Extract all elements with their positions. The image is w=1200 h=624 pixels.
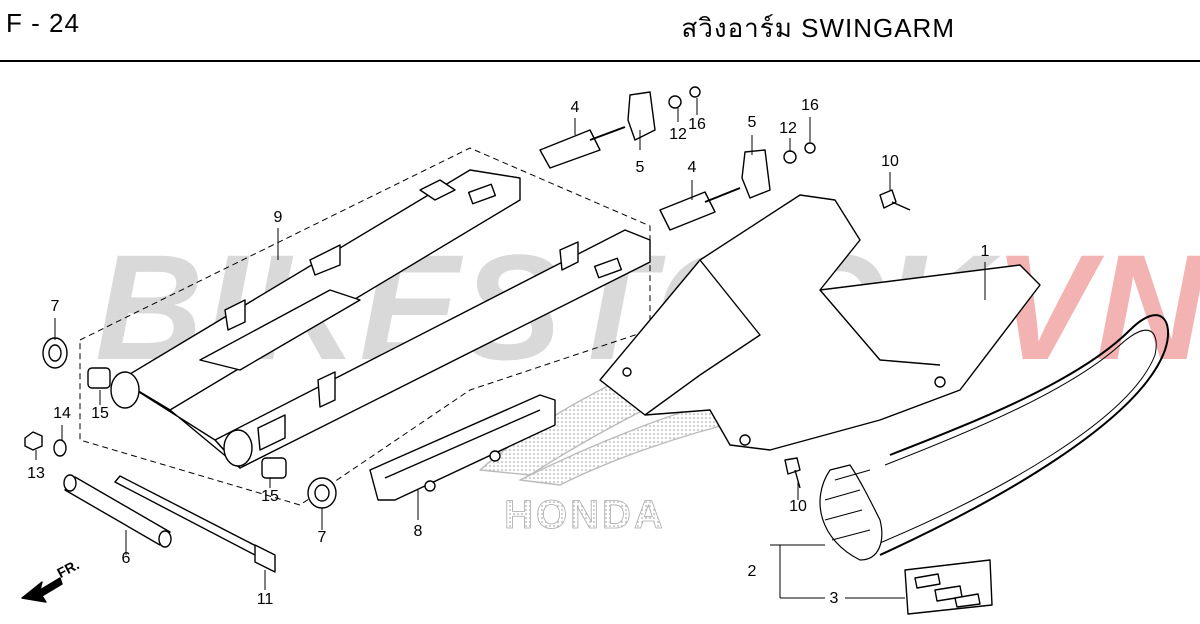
callout-1: 1: [980, 243, 990, 260]
callout-2: 2: [747, 563, 757, 580]
chain-slider: [369, 394, 556, 501]
callout-10a: 10: [881, 153, 899, 170]
adjuster-block-5a: [627, 91, 656, 141]
callout-16a: 16: [688, 116, 706, 133]
callout-5a: 5: [635, 159, 645, 176]
needle-bearing-15a: [87, 367, 111, 389]
callout-6: 6: [121, 550, 131, 567]
nut-13: [24, 431, 43, 451]
callout-12b: 12: [779, 120, 797, 137]
drive-chain: [819, 314, 1170, 561]
diagram-title: สวิงอาร์ม SWINGARM: [681, 13, 955, 43]
callout-12a: 12: [669, 126, 687, 143]
callout-11: 11: [256, 591, 274, 608]
callout-13: 13: [27, 465, 45, 482]
nut-12a: [668, 95, 682, 109]
pivot-bolt: [114, 475, 276, 573]
adjuster-block-5b: [741, 149, 771, 199]
callout-8: 8: [413, 523, 423, 540]
dust-seal-7b: [307, 477, 337, 509]
callout-3: 3: [829, 590, 839, 607]
callout-7a: 7: [50, 298, 60, 315]
nut-16a: [689, 86, 701, 98]
callout-9: 9: [273, 209, 283, 226]
leader-lines: [35, 98, 986, 599]
callout-5b: 5: [747, 114, 757, 131]
callout-7b: 7: [317, 529, 327, 546]
bolt-10a: [879, 189, 911, 211]
nut-12b: [783, 150, 797, 164]
adjuster-bolt-4b: [704, 187, 741, 203]
bolt-10b: [784, 457, 801, 489]
dust-seal-7a: [42, 337, 68, 369]
honda-logo-text: HONDA: [504, 493, 666, 537]
callout-14: 14: [53, 405, 71, 422]
adjuster-bolt-4a: [589, 126, 626, 141]
header-divider: [0, 60, 1200, 62]
callout-15a: 15: [91, 405, 109, 422]
callout-4b: 4: [687, 159, 697, 176]
washer-14: [53, 439, 67, 457]
swingarm: [110, 169, 651, 469]
assembly-outline: [79, 147, 651, 506]
callout-15b: 15: [261, 488, 279, 505]
callout-4a: 4: [570, 99, 580, 116]
adjuster-plate-4a: [539, 129, 601, 169]
front-direction-arrow: [21, 577, 63, 603]
callout-10b: 10: [789, 498, 807, 515]
master-link-inset: [904, 559, 993, 615]
chain-case: [599, 194, 1041, 451]
adjuster-plate-4b: [659, 191, 716, 231]
dust-seal-7b-inner: [314, 484, 330, 502]
nut-16b: [804, 142, 816, 154]
pivot-collar: [63, 474, 172, 548]
dust-seal-7a-inner: [48, 344, 62, 362]
diagram-code: F - 24: [6, 8, 80, 38]
needle-bearing-15b: [261, 457, 287, 479]
callout-16b: 16: [801, 97, 819, 114]
